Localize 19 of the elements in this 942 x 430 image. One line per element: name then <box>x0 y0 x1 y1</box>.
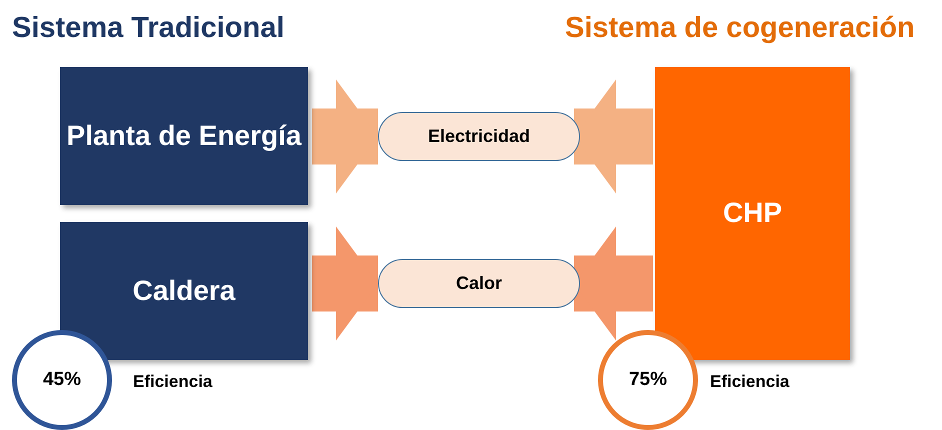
block-arrow <box>312 226 378 340</box>
output-pill <box>378 259 580 308</box>
node-label: Electricidad <box>428 126 530 147</box>
node-label: Planta de Energía <box>66 118 302 153</box>
system-box <box>60 222 308 360</box>
block-arrow <box>574 80 653 194</box>
system-box <box>655 67 850 360</box>
system-box <box>60 67 308 205</box>
block-arrow <box>312 80 378 194</box>
node-label: 45% <box>42 369 82 391</box>
section-heading: Sistema Tradicional <box>12 12 284 45</box>
node-label: CHP <box>722 196 782 230</box>
node-label: Caldera <box>132 274 236 308</box>
efficiency-label: Eficiencia <box>133 372 212 392</box>
output-pill <box>378 112 580 161</box>
section-heading: Sistema de cogeneración <box>565 12 915 45</box>
efficiency-label: Eficiencia <box>710 372 790 392</box>
node-label: Calor <box>456 273 502 294</box>
node-label: 75% <box>628 369 668 391</box>
